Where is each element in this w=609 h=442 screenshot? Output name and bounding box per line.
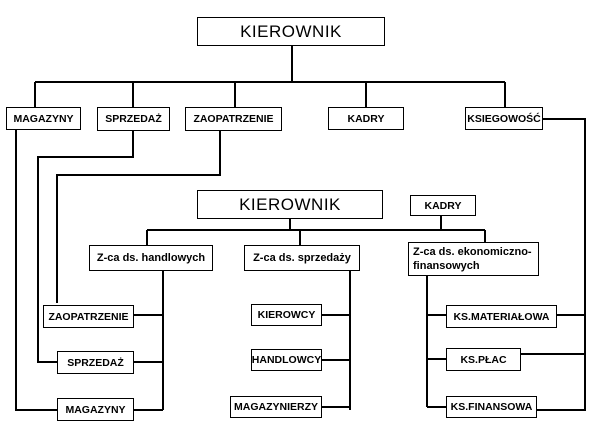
sprzedaz-unit-handlowcy: HANDLOWCY: [251, 349, 322, 371]
handlowe-unit-sprzedaz: SPRZEDAŻ: [57, 351, 134, 374]
top-head-box: KIEROWNIK: [197, 17, 385, 46]
top-dept-kadry: KADRY: [328, 107, 404, 130]
finanse-unit-ks-finansowa: KS.FINANSOWA: [446, 396, 537, 418]
deputy-ekonomiczny-box: Z-ca ds. ekonomiczno-finansowych: [408, 242, 539, 276]
sprzedaz-unit-kierowcy: KIEROWCY: [251, 304, 322, 326]
handlowe-unit-zaopatrzenie: ZAOPATRZENIE: [43, 305, 134, 328]
top-dept-ksiegowosc: KSIEGOWOŚĆ: [465, 107, 543, 130]
finanse-unit-ks-materialowa: KS.MATERIAŁOWA: [446, 305, 557, 328]
deputy-sprzedaz-box: Z-ca ds. sprzedaży: [244, 245, 360, 271]
sprzedaz-unit-magazynierzy: MAGAZYNIERZY: [230, 396, 322, 418]
top-dept-zaopatrzenie: ZAOPATRZENIE: [185, 107, 282, 131]
top-dept-sprzedaz: SPRZEDAŻ: [97, 107, 170, 131]
top-dept-magazyny: MAGAZYNY: [6, 107, 81, 130]
handlowe-unit-magazyny: MAGAZYNY: [57, 398, 134, 421]
bottom-head-box: KIEROWNIK: [197, 190, 383, 219]
finanse-unit-ks-plac: KS.PŁAC: [446, 348, 521, 371]
deputy-handlowy-box: Z-ca ds. handlowych: [89, 245, 213, 271]
bottom-kadry-box: KADRY: [410, 195, 476, 216]
